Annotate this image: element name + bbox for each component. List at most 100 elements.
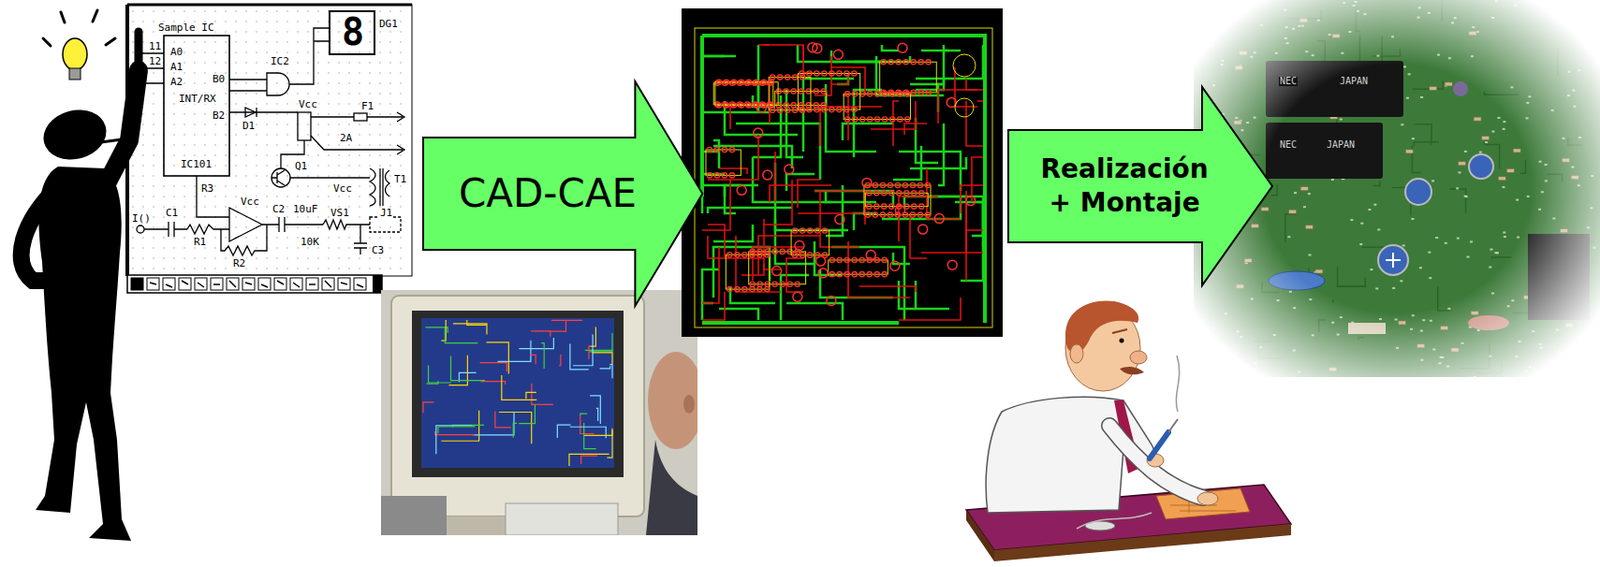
relay-marking: NEC	[1278, 76, 1298, 87]
pcb-traces-part	[702, 247, 720, 304]
grid-dots-part	[214, 247, 217, 250]
board-texture-part	[1369, 268, 1373, 271]
grid-dots-part	[368, 164, 371, 167]
grid-dots-part	[307, 144, 309, 147]
grid-dots-part	[368, 92, 371, 95]
board-texture-part	[1482, 136, 1490, 141]
pcb-traces-part	[797, 73, 860, 110]
grid-dots-part	[245, 226, 248, 229]
grid-dots-part	[265, 10, 268, 13]
toolbar-icons-part	[197, 282, 205, 288]
pcb-traces-part	[786, 174, 815, 191]
board-texture-part	[1577, 69, 1581, 72]
grid-dots-part	[337, 236, 340, 239]
toolbar-icons-part	[277, 280, 284, 285]
grid-dots-part	[204, 123, 206, 126]
pcb-traces-part	[826, 296, 837, 307]
grid-dots-part	[214, 205, 217, 208]
pcb-traces-part	[777, 107, 783, 113]
thinking-person-part	[104, 70, 139, 188]
pcb-traces-part	[702, 292, 725, 321]
grid-dots-part	[317, 10, 320, 13]
screen-layout-part	[518, 404, 535, 424]
pcb-traces-part	[843, 93, 911, 119]
grid-dots-part	[337, 41, 340, 44]
screen-layout-part	[580, 413, 588, 415]
board-texture-part	[1579, 353, 1583, 356]
grid-dots-part	[337, 102, 340, 105]
pcb-traces-part	[875, 91, 881, 97]
board-texture-part	[1292, 350, 1296, 353]
pcb-traces-part	[723, 79, 729, 85]
pcb-traces-part	[714, 173, 720, 178]
grid-dots-part	[389, 267, 392, 270]
grid-dots-part	[337, 164, 340, 167]
grid-dots-part	[389, 30, 392, 33]
toolbar-icons-part	[293, 282, 300, 288]
grid-dots-part	[234, 195, 237, 198]
pcb-traces-part	[812, 44, 823, 54]
board-texture-part	[1303, 205, 1307, 208]
grid-dots-part	[204, 82, 206, 85]
pcb-traces-part	[881, 196, 961, 220]
grid-dots-part	[214, 133, 217, 136]
grid-dots-part	[276, 164, 279, 167]
grid-dots-part	[142, 175, 145, 177]
pcb-traces-part	[919, 190, 925, 196]
grid-dots-part	[265, 205, 268, 208]
grid-dots-part	[245, 61, 248, 64]
grid-dots-part	[224, 154, 227, 157]
board-texture-part	[1448, 57, 1452, 59]
grid-dots-part	[337, 267, 340, 270]
grid-dots-part	[183, 185, 186, 188]
board-texture-part	[1348, 30, 1351, 33]
board-texture-part	[1332, 33, 1340, 38]
pcb-traces-part	[915, 117, 939, 163]
grid-dots-part	[327, 123, 330, 126]
pcb-traces-part	[784, 164, 794, 175]
pcb-traces-part	[707, 134, 759, 180]
pcb-traces-part	[794, 241, 805, 251]
board-texture-part	[1398, 321, 1407, 325]
pcb-traces-part	[918, 89, 924, 95]
screen-layout-part	[557, 425, 571, 439]
pcb-traces-part	[966, 78, 978, 90]
grid-dots-part	[358, 164, 361, 167]
arrow-text-area: Realización + Montaje	[1034, 130, 1215, 243]
pcb-traces-part	[966, 230, 984, 281]
grid-dots-part	[214, 123, 217, 126]
board-texture-part	[1285, 214, 1297, 243]
screen-layout-part	[599, 366, 610, 369]
grid-dots-part	[368, 41, 371, 44]
pcb-traces-part	[844, 257, 850, 263]
grid-dots-part	[337, 257, 340, 260]
grid-dots-part	[245, 164, 248, 167]
grid-dots-part	[245, 30, 248, 33]
grid-dots-part	[286, 247, 289, 250]
grid-dots-part	[327, 102, 330, 105]
grid-dots-part	[307, 113, 309, 116]
soldering-technician-part	[1168, 419, 1178, 433]
pcb-traces-part	[753, 128, 764, 138]
grid-dots-part	[265, 154, 268, 157]
pcb-traces-part	[925, 89, 931, 95]
grid-dots-part	[255, 10, 258, 13]
schematic-wires-part	[310, 135, 405, 155]
grid-dots-part	[368, 133, 371, 136]
computer-photo-part	[411, 310, 624, 478]
screen-layout-part	[569, 454, 610, 467]
grid-dots-part	[286, 41, 289, 44]
schematic-label: A2	[169, 76, 184, 88]
grid-dots-part	[286, 257, 289, 260]
pcb-traces-part	[798, 88, 804, 94]
board-texture-part	[1438, 286, 1451, 311]
grid-dots-part	[358, 51, 361, 54]
grid-dots-part	[234, 82, 237, 85]
board-texture-part	[1221, 0, 1225, 2]
pcb-traces-part	[918, 224, 928, 235]
grid-dots-part	[296, 61, 299, 64]
grid-dots-part	[204, 267, 206, 270]
grid-dots-part	[317, 61, 320, 64]
grid-dots-part	[152, 144, 155, 147]
grid-dots-part	[132, 51, 134, 54]
